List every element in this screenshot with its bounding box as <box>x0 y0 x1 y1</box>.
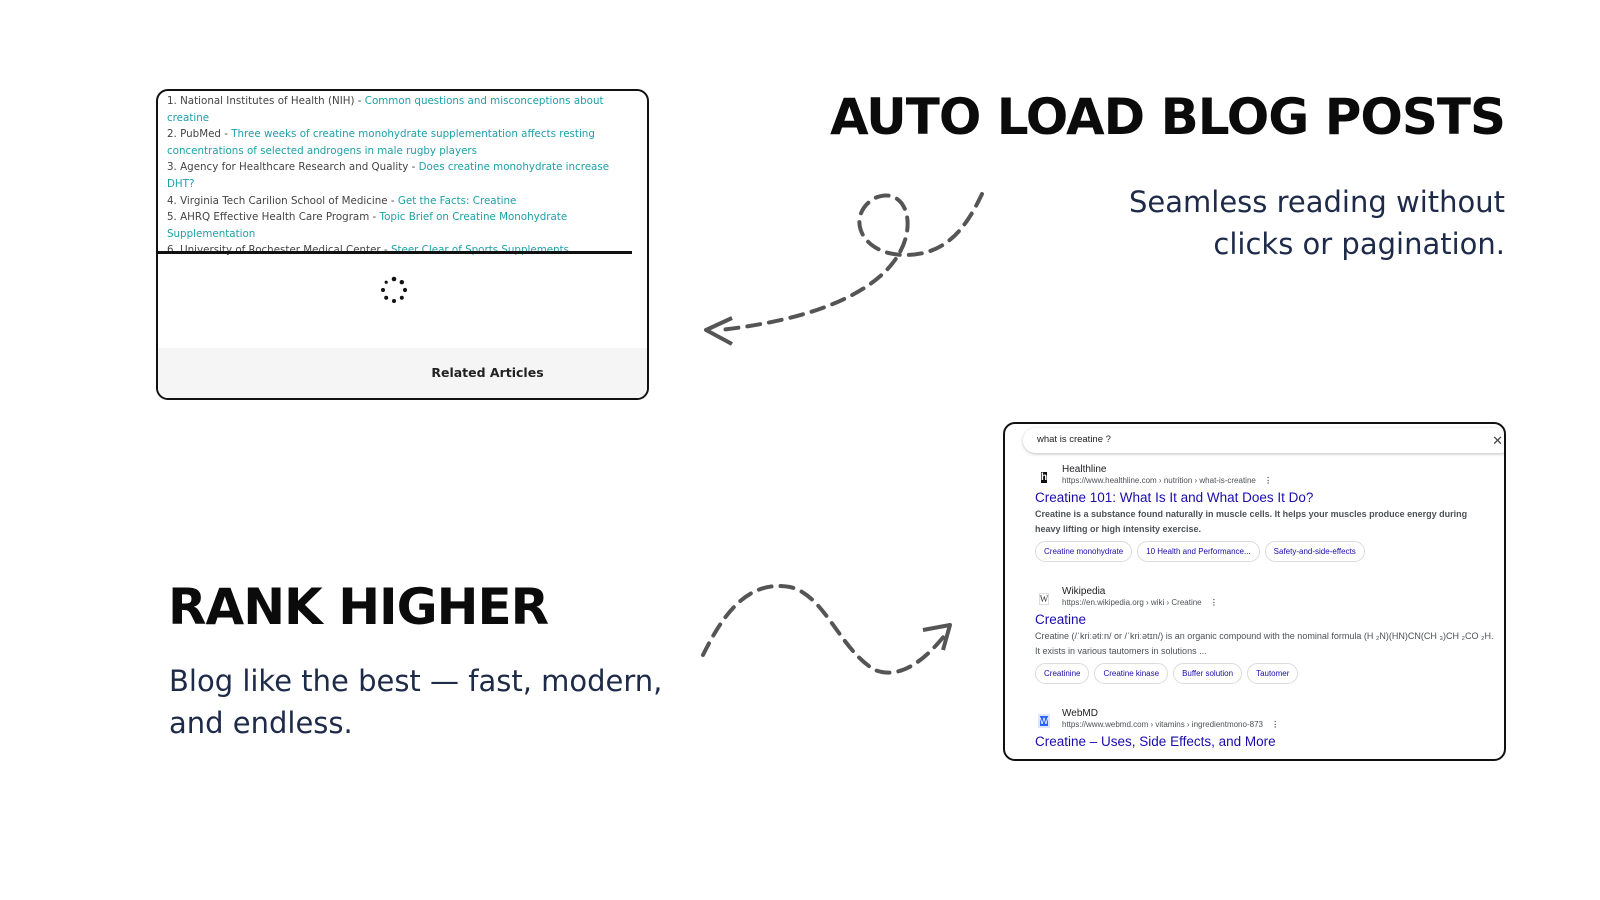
wavy-arrow-right-icon <box>701 584 952 675</box>
related-chip[interactable]: Safety-and-side-effects <box>1264 541 1365 562</box>
reference-link[interactable]: Three weeks of creatine monohydrate supp… <box>167 128 595 157</box>
result-url[interactable]: https://www.webmd.com › vitamins › ingre… <box>1062 720 1280 729</box>
related-chip[interactable]: Creatine monohydrate <box>1035 541 1133 562</box>
reference-number: 4. <box>167 194 177 207</box>
blog-references-card: 1. National Institutes of Health (NIH) -… <box>156 89 649 400</box>
related-chip[interactable]: Tautomer <box>1247 663 1299 684</box>
divider <box>158 251 632 254</box>
search-input[interactable]: what is creatine ? ✕ <box>1023 428 1504 453</box>
more-options-icon[interactable]: ⋮ <box>1209 598 1218 607</box>
reference-source: AHRQ Effective Health Care Program <box>180 211 370 224</box>
auto-load-subtitle: Seamless reading without clicks or pagin… <box>1129 181 1505 265</box>
site-favicon-icon: W <box>1038 593 1050 605</box>
reference-number: 1. <box>167 95 177 107</box>
search-query: what is creatine ? <box>1037 434 1111 445</box>
reference-item: 3. Agency for Healthcare Research and Qu… <box>167 161 610 190</box>
reference-link[interactable]: Does creatine monohydrate increase DHT? <box>167 161 610 190</box>
rank-higher-heading: RANK HIGHER <box>168 578 549 636</box>
related-chip[interactable]: Creatine kinase <box>1094 663 1169 684</box>
subtitle-line: Blog like the best — fast, modern, <box>169 664 663 698</box>
reference-link[interactable]: Get the Facts: Creatine <box>397 194 517 207</box>
site-favicon-icon: W <box>1037 714 1051 728</box>
related-chip[interactable]: 10 Health and Performance... <box>1137 541 1260 562</box>
result-url[interactable]: https://www.healthline.com › nutrition ›… <box>1062 476 1273 485</box>
related-chip[interactable]: Creatinine <box>1035 663 1090 684</box>
site-favicon-icon: h <box>1040 471 1048 483</box>
related-chip[interactable]: Buffer solution <box>1173 663 1243 684</box>
rank-higher-subtitle: Blog like the best — fast, modern, and e… <box>169 660 662 744</box>
close-icon[interactable]: ✕ <box>1492 433 1503 448</box>
search-results-card: what is creatine ? ✕ h Healthline https:… <box>1003 422 1506 761</box>
result-site: WebMD <box>1062 708 1098 719</box>
reference-number: 6. <box>167 244 177 256</box>
reference-item: 5. AHRQ Effective Health Care Program - … <box>167 211 568 240</box>
result-title-link[interactable]: Creatine <box>1035 612 1087 627</box>
reference-item: 1. National Institutes of Health (NIH) -… <box>167 95 604 124</box>
related-articles-bar[interactable]: Related Articles <box>158 348 647 398</box>
reference-number: 2. <box>167 128 177 141</box>
reference-number: 5. <box>167 211 177 224</box>
result-title-link[interactable]: Creatine – Uses, Side Effects, and More <box>1035 734 1276 749</box>
subtitle-line: Seamless reading without <box>1129 185 1505 219</box>
reference-source: PubMed <box>180 128 221 141</box>
reference-link[interactable]: Common questions and misconceptions abou… <box>167 95 604 124</box>
reference-link[interactable]: Topic Brief on Creatine Monohydrate Supp… <box>167 211 568 240</box>
curly-arrow-left-icon <box>704 192 984 346</box>
result-snippet: Creatine (/ˈkriːətiːn/ or /ˈkriːətɪn/) i… <box>1035 631 1494 656</box>
result-site: Healthline <box>1062 464 1107 475</box>
reference-source: National Institutes of Health (NIH) <box>180 95 355 107</box>
subtitle-line: and endless. <box>169 706 353 740</box>
references-list: 1. National Institutes of Health (NIH) -… <box>158 91 647 259</box>
auto-load-heading: AUTO LOAD BLOG POSTS <box>829 88 1506 146</box>
reference-source: Agency for Healthcare Research and Quali… <box>180 161 409 174</box>
result-title-link[interactable]: Creatine 101: What Is It and What Does I… <box>1035 490 1314 505</box>
subtitle-line: clicks or pagination. <box>1213 227 1505 261</box>
search-result: h Healthline https://www.healthline.com … <box>1035 464 1495 562</box>
search-result: W WebMD https://www.webmd.com › vitamins… <box>1035 708 1495 749</box>
reference-source: Virginia Tech Carilion School of Medicin… <box>180 194 388 207</box>
reference-item: 2. PubMed - Three weeks of creatine mono… <box>167 128 595 157</box>
result-site: Wikipedia <box>1062 586 1106 597</box>
result-snippet: Creatine is a substance found naturally … <box>1035 509 1468 534</box>
result-url[interactable]: https://en.wikipedia.org › wiki › Creati… <box>1062 598 1218 607</box>
more-options-icon[interactable]: ⋮ <box>1271 720 1280 729</box>
loading-spinner-icon <box>381 276 408 303</box>
more-options-icon[interactable]: ⋮ <box>1264 476 1273 485</box>
search-result: W Wikipedia https://en.wikipedia.org › w… <box>1035 586 1495 684</box>
reference-number: 3. <box>167 161 177 174</box>
reference-item: 4. Virginia Tech Carilion School of Medi… <box>167 194 517 207</box>
